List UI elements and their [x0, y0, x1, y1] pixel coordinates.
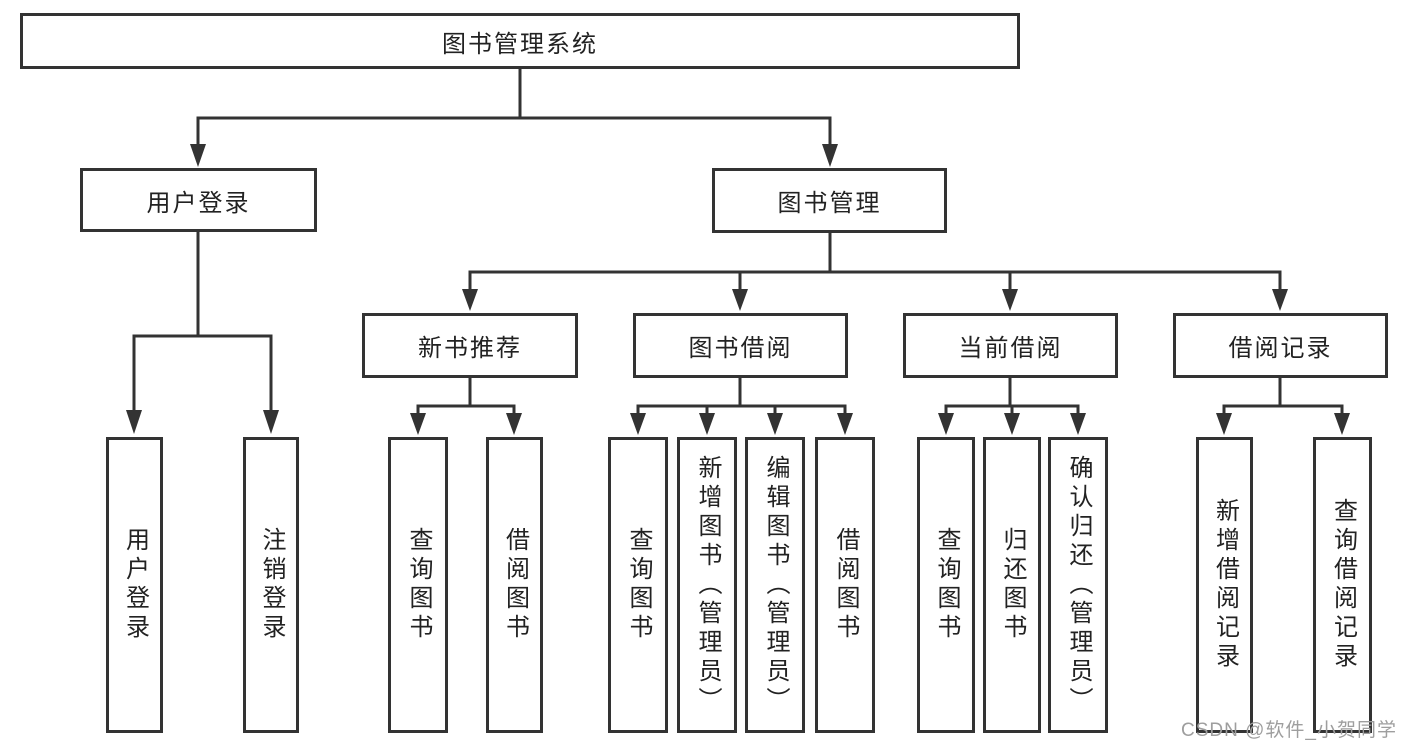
node-root-label: 图书管理系统 — [442, 30, 598, 58]
leaf-borrowing-query-books-label: 查询图书 — [625, 527, 652, 643]
leaf-current-query-books-label: 查询图书 — [933, 527, 960, 643]
leaf-borrowing-borrow-books: 借阅图书 — [815, 437, 875, 733]
node-book-management-label: 图书管理 — [777, 190, 882, 217]
leaf-recommend-query-books-label: 查询图书 — [405, 527, 432, 643]
node-borrowing-records: 借阅记录 — [1173, 313, 1388, 378]
leaf-query-borrow-record-label: 查询借阅记录 — [1329, 498, 1357, 672]
leaf-add-borrow-record-label: 新增借阅记录 — [1211, 498, 1239, 672]
node-root: 图书管理系统 — [20, 13, 1020, 69]
node-book-management: 图书管理 — [712, 168, 947, 233]
node-book-borrowing: 图书借阅 — [633, 313, 848, 378]
node-user-login: 用户登录 — [80, 168, 317, 232]
leaf-recommend-borrow-books: 借阅图书 — [486, 437, 543, 733]
node-current-borrowing-label: 当前借阅 — [958, 335, 1063, 362]
arrowheads — [126, 144, 1350, 435]
leaf-query-borrow-record: 查询借阅记录 — [1313, 437, 1372, 733]
leaf-borrowing-borrow-books-label: 借阅图书 — [832, 527, 859, 643]
leaf-logout: 注销登录 — [243, 437, 299, 733]
node-new-book-recommend-label: 新书推荐 — [418, 335, 522, 362]
leaf-recommend-borrow-books-label: 借阅图书 — [501, 527, 529, 643]
leaf-add-borrow-record: 新增借阅记录 — [1196, 437, 1253, 733]
leaf-user-login-label: 用户登录 — [121, 527, 149, 643]
leaf-edit-books-admin: 编辑图书（管理员） — [745, 437, 805, 733]
leaf-recommend-query-books: 查询图书 — [388, 437, 448, 733]
leaf-logout-label: 注销登录 — [258, 527, 285, 643]
leaf-add-books-admin-label: 新增图书（管理员） — [694, 454, 721, 716]
leaf-edit-books-admin-label: 编辑图书（管理员） — [762, 454, 789, 716]
node-new-book-recommend: 新书推荐 — [362, 313, 578, 378]
node-book-borrowing-label: 图书借阅 — [688, 335, 793, 362]
leaf-add-books-admin: 新增图书（管理员） — [677, 437, 737, 733]
node-borrowing-records-label: 借阅记录 — [1228, 335, 1333, 362]
leaf-confirm-return-admin-label: 确认归还（管理员） — [1065, 454, 1092, 716]
leaf-return-books-label: 归还图书 — [999, 527, 1026, 643]
leaf-borrowing-query-books: 查询图书 — [608, 437, 668, 733]
leaf-user-login: 用户登录 — [106, 437, 163, 733]
watermark: CSDN @软件_小贺同学 — [1181, 720, 1397, 741]
node-user-login-label: 用户登录 — [146, 189, 251, 217]
leaf-return-books: 归还图书 — [983, 437, 1041, 733]
leaf-current-query-books: 查询图书 — [917, 437, 975, 733]
leaf-confirm-return-admin: 确认归还（管理员） — [1048, 437, 1108, 733]
node-current-borrowing: 当前借阅 — [903, 313, 1118, 378]
